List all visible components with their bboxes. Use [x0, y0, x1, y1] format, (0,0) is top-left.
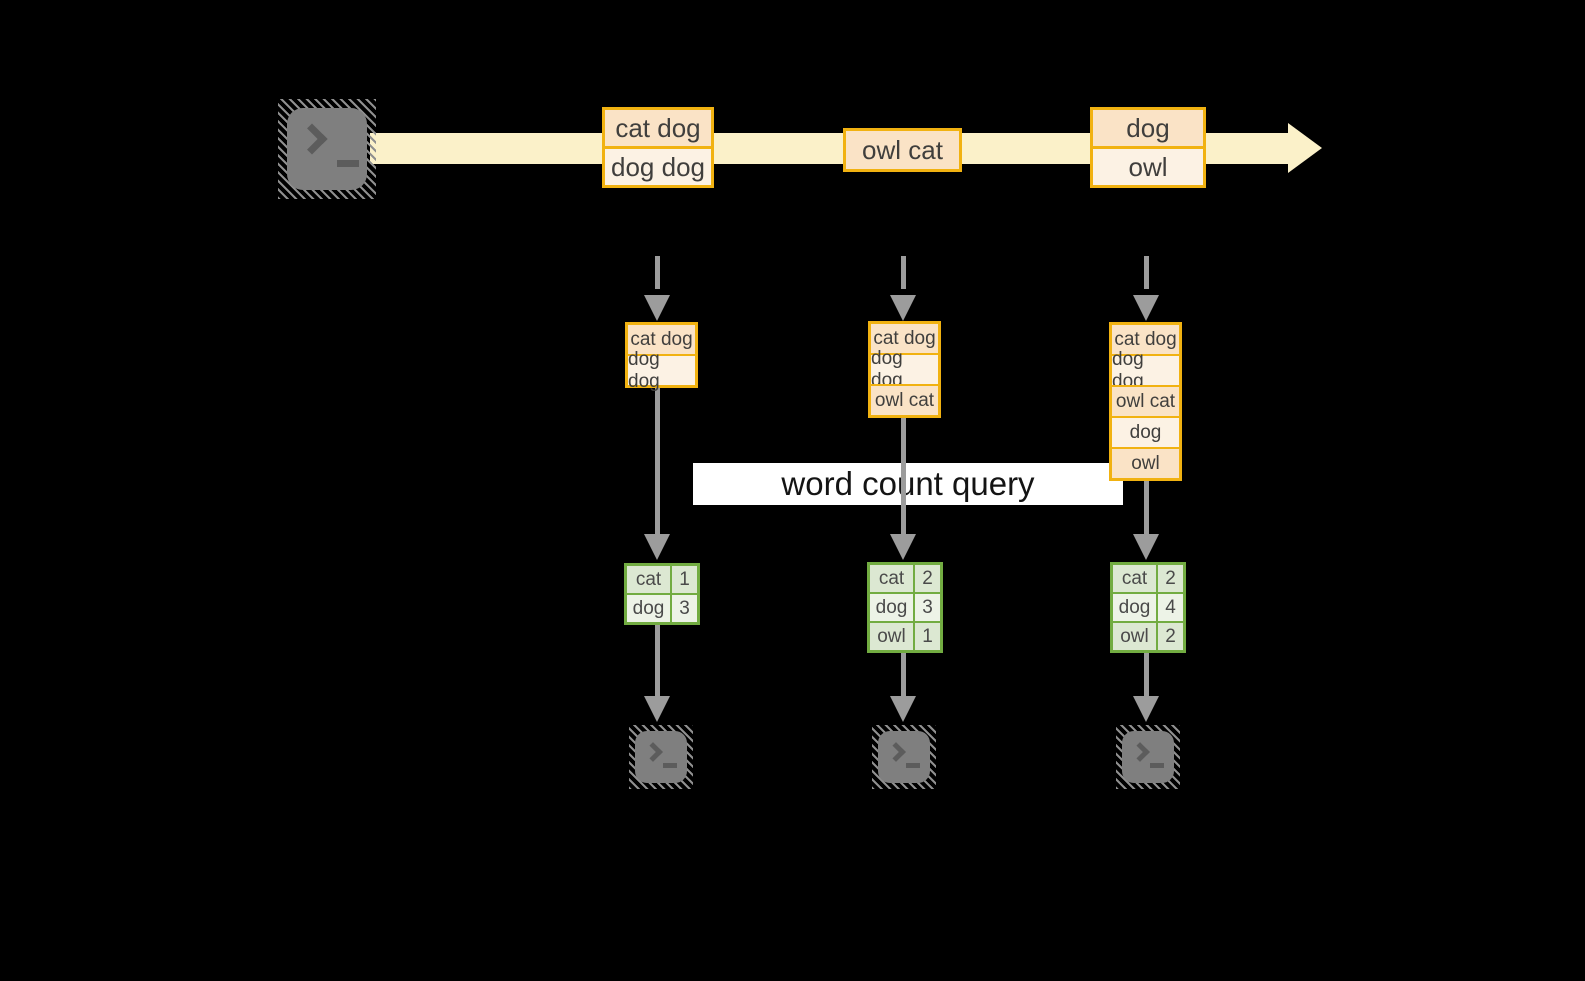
sink-arrow-head-icon	[890, 696, 916, 722]
state-box-2: cat dog dog dog owl cat	[868, 321, 941, 418]
wordcount-table-2: cat 2 dog 3 owl 1	[867, 562, 943, 653]
count-cell: 3	[915, 594, 940, 621]
count-cell: 1	[672, 566, 697, 593]
state-item: cat dog	[1112, 325, 1179, 354]
count-cell: 2	[1158, 565, 1183, 592]
word-cell: dog	[627, 595, 670, 622]
count-cell: 4	[1158, 594, 1183, 621]
sink-arrow-head-icon	[1133, 696, 1159, 722]
word-cell: dog	[870, 594, 913, 621]
state-item: dog	[1112, 416, 1179, 447]
count-cell: 1	[915, 623, 940, 650]
count-cell: 3	[672, 595, 697, 622]
sink-terminal-icon	[1116, 725, 1180, 789]
batch-item: dog dog	[605, 146, 711, 185]
dashed-arrow-line	[901, 256, 906, 289]
count-cell: 2	[915, 565, 940, 592]
wordcount-table-3: cat 2 dog 4 owl 2	[1110, 562, 1186, 653]
count-cell: 2	[1158, 623, 1183, 650]
query-arrow-head-icon	[1133, 534, 1159, 560]
query-arrow-head-icon	[644, 534, 670, 560]
query-label: word count query	[781, 465, 1035, 502]
batch-item: cat dog	[605, 110, 711, 146]
batch-item: owl cat	[846, 131, 959, 169]
query-label-band: word count query	[693, 463, 1123, 505]
state-item: dog dog	[628, 349, 695, 392]
query-arrow-line	[655, 388, 660, 534]
word-cell: cat	[1113, 565, 1156, 592]
sink-arrow-head-icon	[644, 696, 670, 722]
state-item: owl cat	[1112, 385, 1179, 416]
prompt-underscore-icon	[1150, 763, 1164, 768]
state-box-3: cat dog dog dog owl cat dog owl	[1109, 322, 1182, 481]
query-arrow-head-icon	[890, 534, 916, 560]
sink-terminal-icon	[629, 725, 693, 789]
sink-arrow-line	[901, 653, 906, 696]
dashed-arrow-line	[655, 256, 660, 289]
dashed-arrow-line	[1144, 256, 1149, 289]
stream-timeline-arrowhead-icon	[1288, 123, 1322, 173]
state-box-1: cat dog dog dog	[625, 322, 698, 392]
prompt-underscore-icon	[337, 160, 359, 167]
query-arrow-line	[901, 418, 906, 534]
word-cell: dog	[1113, 594, 1156, 621]
terminal-body	[635, 731, 687, 783]
batch-box-3: dog owl	[1090, 107, 1206, 188]
source-terminal-icon	[278, 99, 376, 199]
query-arrow-line	[1144, 481, 1149, 534]
prompt-underscore-icon	[663, 763, 677, 768]
state-item: cat dog	[628, 325, 695, 354]
terminal-body	[878, 731, 930, 783]
batch-item: dog	[1093, 110, 1203, 146]
prompt-chevron-icon	[643, 742, 663, 762]
word-cell: owl	[870, 623, 913, 650]
terminal-body	[287, 108, 367, 190]
prompt-chevron-icon	[886, 742, 906, 762]
dashed-arrow-head-icon	[1133, 295, 1159, 321]
word-cell: cat	[870, 565, 913, 592]
sink-arrow-line	[1144, 653, 1149, 696]
terminal-body	[1122, 731, 1174, 783]
state-item: owl cat	[871, 384, 938, 415]
word-cell: owl	[1113, 623, 1156, 650]
sink-arrow-line	[655, 625, 660, 696]
dashed-arrow-head-icon	[890, 295, 916, 321]
state-item: dog dog	[1112, 349, 1179, 392]
state-item: owl	[1112, 447, 1179, 478]
sink-terminal-icon	[872, 725, 936, 789]
word-cell: cat	[627, 566, 670, 593]
state-item: dog dog	[871, 348, 938, 391]
batch-item: owl	[1093, 146, 1203, 185]
prompt-chevron-icon	[1130, 742, 1150, 762]
state-item: cat dog	[871, 324, 938, 353]
prompt-chevron-icon	[296, 123, 328, 155]
batch-box-1: cat dog dog dog	[602, 107, 714, 188]
prompt-underscore-icon	[906, 763, 920, 768]
batch-box-2: owl cat	[843, 128, 962, 172]
wordcount-table-1: cat 1 dog 3	[624, 563, 700, 625]
dashed-arrow-head-icon	[644, 295, 670, 321]
